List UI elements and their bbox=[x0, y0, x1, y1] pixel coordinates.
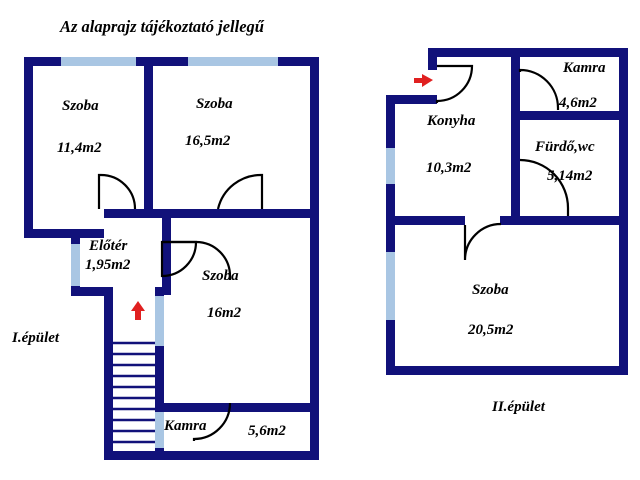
room-name-kamra-1: Kamra bbox=[164, 418, 207, 434]
room-area-szoba-114: 11,4m2 bbox=[57, 140, 102, 156]
room-area-kamra-1: 5,6m2 bbox=[248, 423, 286, 439]
building-2-walls bbox=[386, 48, 628, 375]
room-name-kamra-2: Kamra bbox=[563, 60, 606, 76]
page-title: Az alaprajz tájékoztató jellegű bbox=[60, 17, 264, 36]
room-area-szoba-205: 20,5m2 bbox=[468, 322, 514, 338]
room-area-szoba-16: 16m2 bbox=[207, 305, 242, 321]
building-2-windows bbox=[386, 148, 395, 320]
room-area-elotér: 1,95m2 bbox=[85, 257, 131, 273]
building-1-doors bbox=[97, 173, 264, 441]
room-area-konyha: 10,3m2 bbox=[426, 160, 472, 176]
building-2-label: II.épület bbox=[492, 399, 545, 415]
room-name-elotér: Előtér bbox=[89, 238, 128, 254]
room-name-szoba-165: Szoba bbox=[196, 96, 233, 112]
room-area-szoba-165: 16,5m2 bbox=[185, 133, 231, 149]
room-name-szoba-114: Szoba bbox=[62, 98, 99, 114]
window-stair-upper bbox=[155, 296, 164, 346]
entry-arrow-building-2 bbox=[414, 74, 433, 87]
room-name-szoba-16: Szoba bbox=[202, 268, 239, 284]
window-elotér bbox=[71, 244, 80, 286]
staircase bbox=[113, 341, 155, 444]
window-konyha bbox=[386, 148, 395, 184]
room-area-kamra-2: 4,6m2 bbox=[559, 95, 597, 111]
room-name-konyha: Konyha bbox=[427, 113, 476, 129]
window-szoba-114 bbox=[61, 57, 136, 66]
room-name-szoba-205: Szoba bbox=[472, 282, 509, 298]
window-stair-lower bbox=[155, 412, 164, 448]
window-szoba-165 bbox=[188, 57, 278, 66]
building-1-windows bbox=[61, 57, 278, 448]
room-name-furdo-wc: Fürdő,wc bbox=[535, 139, 595, 155]
room-area-furdo-wc: 5,14m2 bbox=[547, 168, 593, 184]
entry-arrow-building-1 bbox=[131, 301, 145, 320]
building-1-label: I.épület bbox=[12, 330, 60, 346]
building-1-walls bbox=[24, 57, 319, 460]
building-2-doors bbox=[435, 64, 570, 261]
entry-arrows bbox=[131, 74, 433, 320]
window-szoba-205 bbox=[386, 252, 395, 320]
